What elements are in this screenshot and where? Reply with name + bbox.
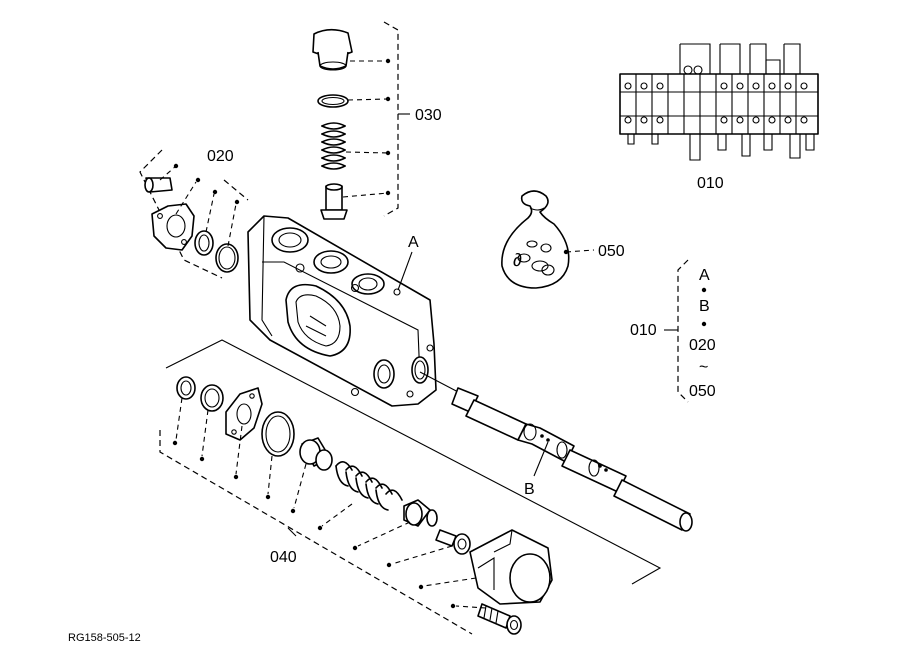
drawing-code: RG158-505-12 [68, 632, 141, 644]
label-B: B [524, 481, 535, 498]
bag-contents-glyph: ∂ [513, 250, 522, 270]
o-ring-020-b [215, 243, 239, 273]
callout-030: 030 [415, 107, 442, 124]
kit-legend-010: 010 A B 020 ~ 050 [630, 259, 716, 403]
ring-020-a [194, 230, 214, 256]
part-group-030: 030 [312, 21, 442, 220]
callout-040: 040 [270, 549, 297, 566]
legend-line-tilde: ~ [699, 359, 708, 376]
plug-cap [312, 28, 353, 71]
legend-line-B: B [699, 298, 710, 315]
cover-plate-020 [151, 203, 195, 251]
cap-housing-040 [469, 529, 553, 605]
legend-line-050: 050 [689, 383, 716, 400]
poppet-030 [320, 183, 348, 220]
bolt-040 [435, 529, 471, 555]
sleeve-040 [299, 437, 333, 471]
legend-line-020: 020 [689, 337, 716, 354]
callout-010-top: 010 [697, 175, 724, 192]
spool-B: B [419, 371, 693, 532]
o-ring-040 [261, 411, 295, 457]
callout-020: 020 [207, 148, 234, 165]
bolt-040-long [477, 603, 522, 635]
pin-020 [144, 177, 173, 193]
flange-plate-040 [225, 387, 263, 441]
ring-040-a [176, 376, 196, 400]
valve-body-A: A [247, 215, 437, 407]
part-group-040: 040 [159, 339, 662, 635]
callout-050: 050 [598, 243, 625, 260]
label-A: A [408, 234, 419, 251]
spring-030 [321, 122, 346, 170]
parts-bag-050: ∂ 050 [501, 190, 625, 289]
callout-010-side: 010 [630, 322, 657, 339]
assembly-detail-circles [624, 82, 808, 124]
spring-040 [335, 461, 403, 511]
part-group-020: 020 [139, 148, 249, 279]
legend-line-A: A [699, 267, 710, 284]
valve-assembly-010: 010 [619, 43, 819, 192]
seat-040 [403, 499, 438, 527]
